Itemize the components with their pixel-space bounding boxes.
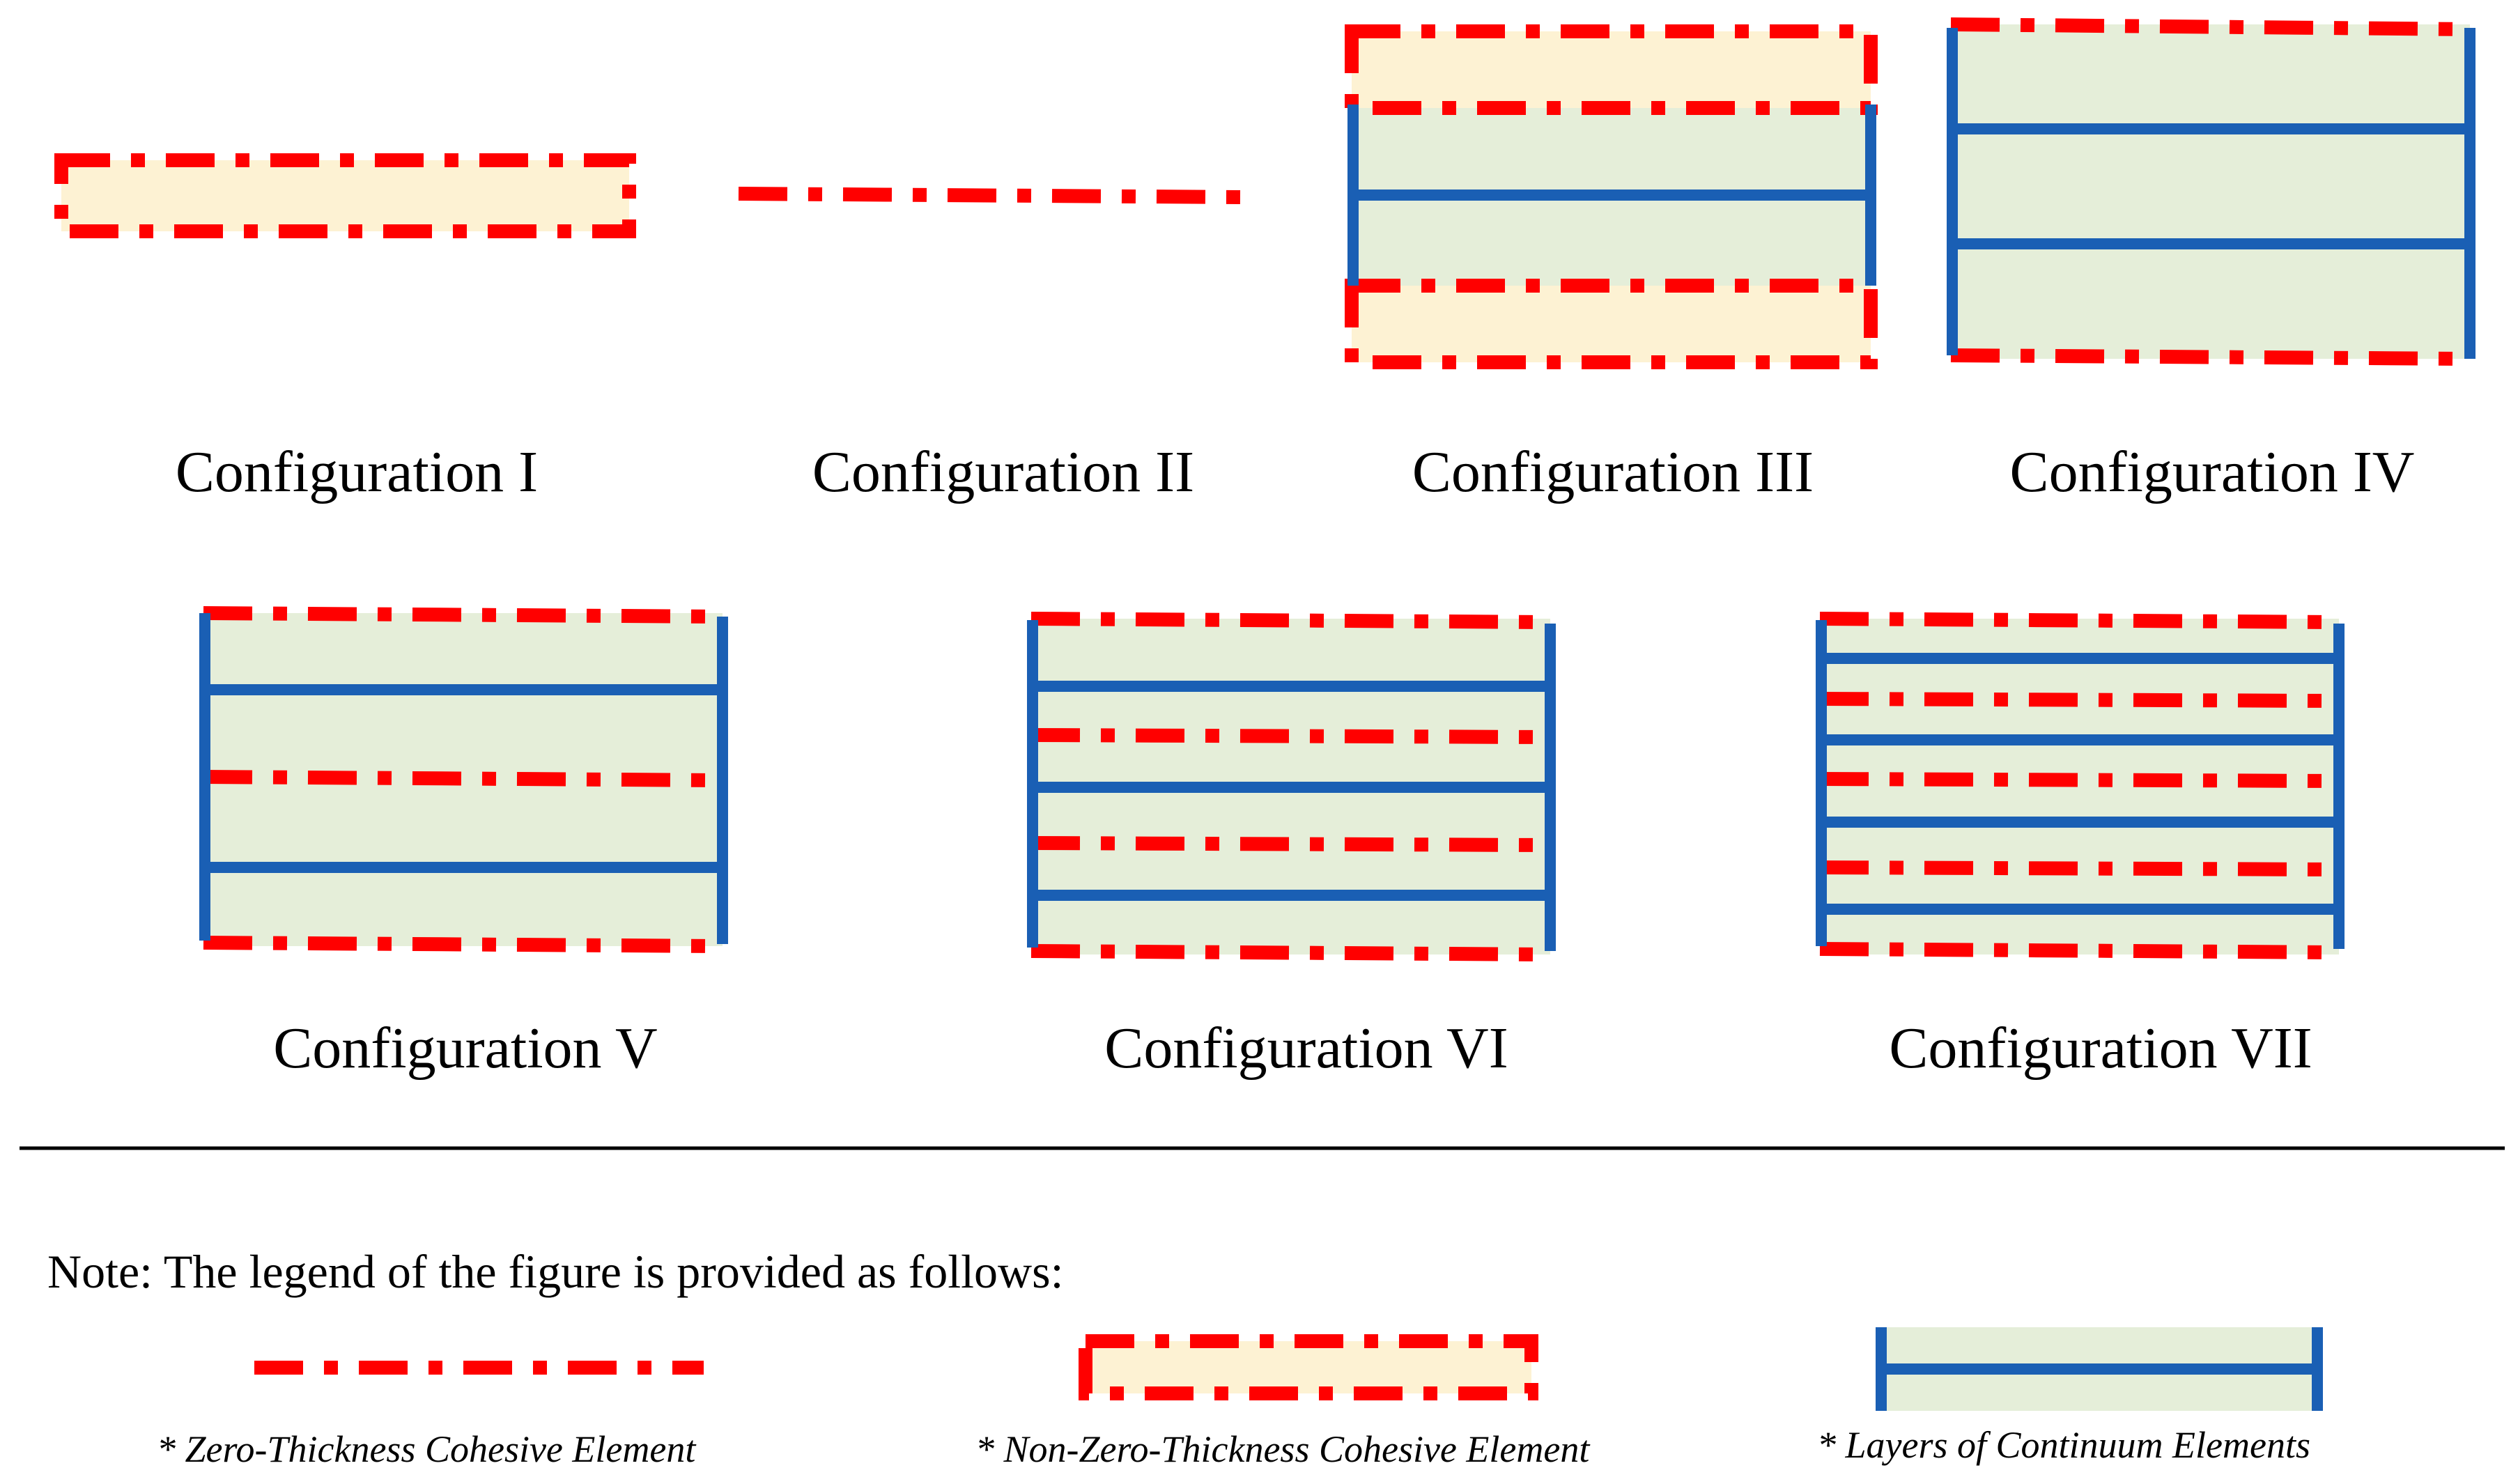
nonzero-thickness-cohesive-layer <box>54 153 636 238</box>
zero-thickness-cohesive-top <box>1030 612 1551 629</box>
config-v-caption: Configuration V <box>273 1016 657 1081</box>
legend-continuum: * Layers of Continuum Elements <box>1817 1327 2323 1466</box>
legend-zero-thickness-label: * Zero-Thickness Cohesive Element <box>157 1428 697 1470</box>
nonzero-thickness-cohesive-top <box>1345 24 1878 115</box>
zero-thickness-cohesive-top <box>1819 612 2340 629</box>
zero-thickness-cohesive-bottom <box>203 936 723 953</box>
config-vi-diagram <box>1027 612 1556 961</box>
config-iii-diagram <box>1345 24 1878 369</box>
config-vii-caption: Configuration VII <box>1889 1016 2312 1081</box>
legend-continuum-label: * Layers of Continuum Elements <box>1817 1424 2310 1466</box>
zero-thickness-cohesive-bottom <box>1950 348 2471 366</box>
config-i-caption: Configuration I <box>176 440 538 504</box>
config-ii-diagram <box>738 187 1241 204</box>
config-iv-caption: Configuration IV <box>2010 440 2415 504</box>
zero-thickness-cohesive-middle <box>203 770 723 787</box>
zero-thickness-cohesive-line <box>738 187 1241 204</box>
config-iv-diagram <box>1947 17 2475 366</box>
config-i-diagram <box>54 153 636 238</box>
zero-thickness-cohesive-line <box>1030 836 1551 852</box>
zero-thickness-cohesive-line <box>1030 728 1551 744</box>
zero-thickness-cohesive-line <box>1819 772 2340 788</box>
config-ii-caption: Configuration II <box>812 440 1194 504</box>
config-vi-caption: Configuration VI <box>1104 1016 1508 1081</box>
zero-thickness-cohesive-line <box>1819 860 2340 876</box>
nonzero-thickness-cohesive-bottom <box>1345 279 1878 369</box>
config-vii-diagram <box>1816 612 2345 959</box>
zero-thickness-cohesive-bottom <box>1819 942 2340 959</box>
zero-thickness-cohesive-line <box>1819 692 2340 708</box>
continuum-layer-fill <box>1951 24 2470 359</box>
legend-zero-thickness: * Zero-Thickness Cohesive Element <box>157 1361 704 1470</box>
config-v-diagram <box>199 606 728 953</box>
zero-thickness-cohesive-top <box>1950 17 2471 36</box>
zero-thickness-cohesive-top <box>203 606 723 624</box>
config-iii-caption: Configuration III <box>1412 440 1814 504</box>
legend-note: Note: The legend of the figure is provid… <box>47 1245 1064 1298</box>
legend-nonzero-thickness-label: * Non-Zero-Thickness Cohesive Element <box>975 1428 1591 1470</box>
legend-nonzero-thickness: * Non-Zero-Thickness Cohesive Element <box>975 1334 1591 1470</box>
legend-nonzero-thickness-swatch <box>1079 1334 1538 1400</box>
zero-thickness-cohesive-bottom <box>1030 944 1551 961</box>
